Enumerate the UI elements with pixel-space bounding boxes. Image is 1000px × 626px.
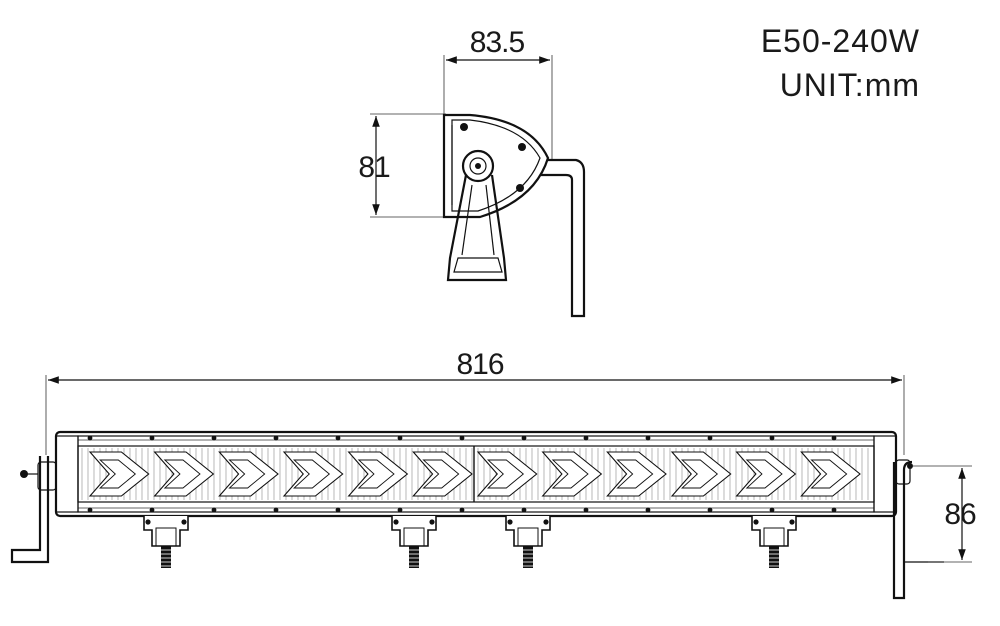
screw-icon bbox=[769, 507, 775, 513]
screw-icon bbox=[397, 435, 403, 441]
mounting-foot bbox=[751, 516, 797, 568]
led-chevron bbox=[282, 451, 344, 497]
mounting-stand bbox=[446, 174, 508, 282]
led-chevron-row bbox=[88, 446, 861, 502]
mounting-bolt bbox=[409, 546, 419, 568]
mounting-feet bbox=[143, 516, 797, 568]
length-dimension-label: 816 bbox=[456, 348, 503, 381]
mounting-foot bbox=[391, 516, 437, 568]
screw-icon bbox=[769, 435, 775, 441]
led-chevron bbox=[412, 451, 473, 497]
screw-icon bbox=[87, 507, 93, 513]
pivot-outer bbox=[461, 149, 495, 183]
mounting-bolt bbox=[769, 546, 779, 568]
left-end-bracket bbox=[10, 456, 50, 564]
led-chevron bbox=[88, 451, 150, 497]
led-chevron bbox=[347, 451, 409, 497]
screw-icon bbox=[645, 507, 651, 513]
screw-icon bbox=[273, 435, 279, 441]
screw-icon bbox=[645, 435, 651, 441]
screw-icon bbox=[335, 507, 341, 513]
front-view: 816 86 bbox=[10, 348, 977, 600]
screw-icon bbox=[831, 507, 837, 513]
led-chevron bbox=[670, 451, 732, 497]
led-chevron bbox=[541, 451, 603, 497]
led-chevron bbox=[800, 451, 861, 497]
end-cap-right bbox=[873, 435, 897, 513]
led-chevron bbox=[476, 451, 538, 497]
screw-icon bbox=[87, 435, 93, 441]
model-title: E50-240W bbox=[761, 23, 920, 59]
led-chevron bbox=[153, 451, 215, 497]
screw-icon bbox=[516, 184, 524, 192]
led-chevron bbox=[606, 451, 667, 497]
screw-icon bbox=[149, 435, 155, 441]
screw-icon bbox=[273, 507, 279, 513]
screw-icon bbox=[707, 435, 713, 441]
screw-icon bbox=[521, 435, 527, 441]
screw-icon bbox=[149, 507, 155, 513]
screw-icon bbox=[518, 143, 526, 151]
screw-icon bbox=[459, 435, 465, 441]
screw-icon bbox=[459, 507, 465, 513]
end-cap-left bbox=[55, 435, 79, 513]
bracket-height-dimension-label: 86 bbox=[944, 498, 976, 531]
screw-icon bbox=[707, 507, 713, 513]
width-dimension-label: 83.5 bbox=[470, 26, 525, 59]
screw-icon bbox=[583, 507, 589, 513]
screw-icon bbox=[831, 435, 837, 441]
mounting-foot bbox=[505, 516, 551, 568]
mounting-bolt bbox=[523, 546, 533, 568]
screw-icon bbox=[521, 507, 527, 513]
mounting-bolt bbox=[161, 546, 171, 568]
screw-icon bbox=[211, 507, 217, 513]
led-chevron bbox=[735, 451, 797, 497]
screw-icon bbox=[335, 435, 341, 441]
screw-icon bbox=[583, 435, 589, 441]
screw-icon bbox=[460, 123, 468, 131]
screw-icon bbox=[397, 507, 403, 513]
height-dimension-label: 81 bbox=[358, 151, 390, 184]
led-chevron bbox=[218, 451, 279, 497]
mounting-foot bbox=[143, 516, 189, 568]
housing-profile bbox=[442, 113, 550, 219]
side-l-bracket bbox=[540, 158, 586, 318]
screw-row bbox=[87, 435, 837, 513]
housing-inner-profile bbox=[451, 119, 541, 212]
unit-label: UNIT:mm bbox=[780, 67, 920, 103]
pivot-inner bbox=[469, 157, 487, 175]
screw-icon bbox=[211, 435, 217, 441]
side-view: 83.5 81 bbox=[358, 26, 586, 318]
